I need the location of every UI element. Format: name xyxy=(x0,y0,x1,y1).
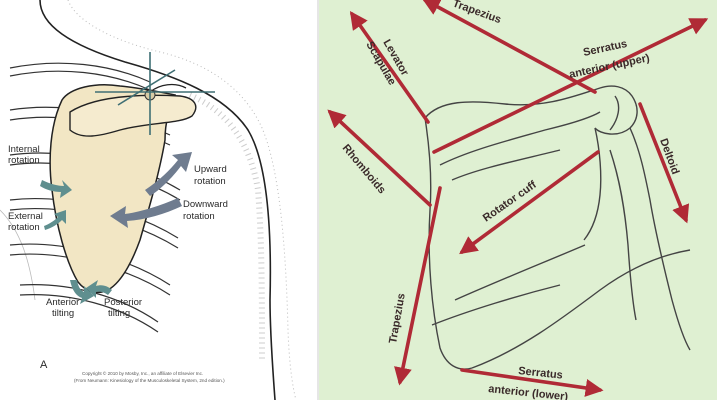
svg-text:Downward rotation: Downward rotation xyxy=(183,199,231,222)
svg-text:Internal rotation: Internal rotation xyxy=(8,144,42,166)
deltoid-arrow xyxy=(638,102,690,224)
internal-rotation-arrow xyxy=(40,180,72,198)
posterior-tilting-arrow xyxy=(86,280,112,298)
anterior-tilting-arrow xyxy=(70,280,94,304)
svg-text:Posterior tilting: Posterior tilting xyxy=(104,297,145,319)
posterior-tilting-label-2: tilting xyxy=(108,308,130,319)
upward-rotation-arrow xyxy=(145,152,192,196)
downward-rotation-label: Downward xyxy=(183,199,228,210)
internal-rotation-label: Internal xyxy=(8,144,40,155)
panel-letter: A xyxy=(40,359,48,371)
copyright-line-1: Copyright © 2010 by Mosby, Inc., an affi… xyxy=(82,370,203,376)
right-panel: Trapezius Levator Scapulae Serratus ante… xyxy=(319,0,717,400)
downward-rotation-arrow xyxy=(110,198,182,228)
copyright-line-2: (From Neumann: Kinesiology of the Muscul… xyxy=(74,378,225,383)
trapezius-lower-arrow xyxy=(394,186,442,386)
svg-text:Anterior tilting: Anterior tilting xyxy=(46,297,82,319)
external-rotation-arrow xyxy=(44,210,66,230)
downward-rotation-label-2: rotation xyxy=(183,211,215,222)
anterior-tilting-label-2: tilting xyxy=(52,308,74,319)
levator-scapulae-arrow xyxy=(349,11,430,124)
svg-text:External rotation: External rotation xyxy=(8,211,46,233)
torso-outline xyxy=(0,0,297,400)
external-rotation-label-2: rotation xyxy=(8,222,40,233)
left-panel: Internal rotation External rotation Upwa… xyxy=(0,0,318,400)
rhomboids-arrow xyxy=(327,109,432,207)
serratus-lower-label: Serratus xyxy=(518,365,564,382)
svg-text:Upward rotation: Upward rotation xyxy=(194,164,229,187)
upward-rotation-label-2: rotation xyxy=(194,176,226,187)
anterior-tilting-label: Anterior xyxy=(46,297,79,308)
internal-rotation-label-2: rotation xyxy=(8,155,40,166)
upward-rotation-label: Upward xyxy=(194,164,227,175)
trapezius-upper-arrow xyxy=(421,0,597,94)
posterior-tilting-label: Posterior xyxy=(104,297,142,308)
muscle-arrows xyxy=(327,0,709,397)
scapula-sketch xyxy=(424,85,691,370)
serratus-upper-arrow xyxy=(432,18,709,154)
external-rotation-label: External xyxy=(8,211,43,222)
axis-crosshair xyxy=(95,52,215,135)
rotator-cuff-arrow xyxy=(459,150,600,255)
serratus-lower-arrow xyxy=(460,368,604,397)
